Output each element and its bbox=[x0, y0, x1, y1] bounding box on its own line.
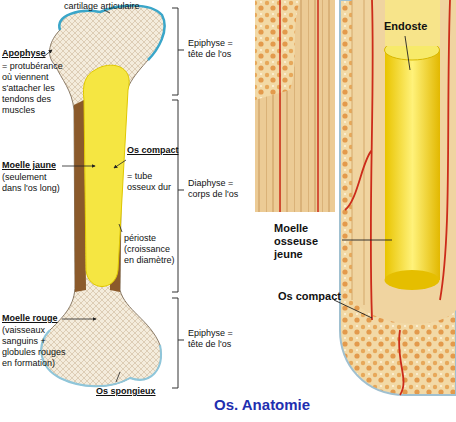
part-label: Moelle jaune bbox=[2, 160, 56, 171]
part-label: Epiphyse = tête de l'os bbox=[188, 328, 250, 350]
part-label: Os spongieux bbox=[96, 386, 156, 397]
part-label: Apophyse bbox=[2, 48, 46, 59]
part-label: Diaphyse = corps de l'os bbox=[188, 178, 250, 200]
part-label: (vaisseaux sanguins + globules rouges en… bbox=[2, 325, 70, 369]
part-label: Epiphyse = tête de l'os bbox=[188, 38, 250, 60]
part-label: Os compact bbox=[278, 290, 341, 303]
part-label: Os compact bbox=[127, 145, 179, 156]
part-label: périoste (croissance en diamètre) bbox=[124, 233, 176, 266]
figure-caption: Os. Anatomie bbox=[214, 396, 310, 414]
part-label: Moelle osseuse jeune bbox=[274, 222, 340, 261]
part-label: = protubérance où viennent s'attacher le… bbox=[2, 61, 68, 116]
part-label: = tube osseux dur bbox=[127, 171, 175, 193]
part-label: (seulement dans l'os long) bbox=[2, 172, 68, 194]
part-label: Endoste bbox=[384, 20, 427, 33]
part-label: cartilage articulaire bbox=[64, 1, 140, 12]
part-label: Moelle rouge bbox=[2, 313, 58, 324]
